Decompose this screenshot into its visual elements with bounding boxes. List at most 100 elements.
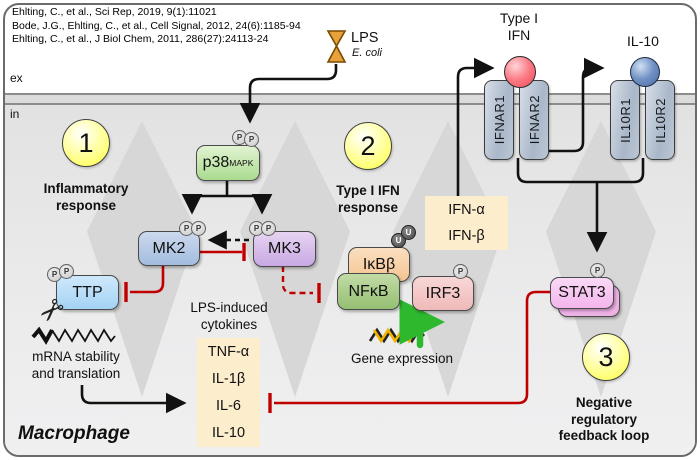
inhibit-mk2-ttp [130, 264, 165, 294]
mk2-label: MK2 [152, 239, 186, 257]
arrow-ifnar-to-il10 [539, 57, 605, 153]
intracellular-label: in [10, 107, 20, 121]
mrna-strand [51, 328, 116, 343]
ikbb-label: IκBβ [362, 255, 396, 273]
arrow-ifn-to-ifnar [456, 57, 495, 196]
reference-line: Ehlting, C., et al., Sci Rep, 2019, 9(1)… [12, 6, 217, 18]
mrna-label-line: and translation [31, 365, 121, 381]
step3-label: Negative regulatory feedback loop [543, 395, 665, 445]
phospho-letter: P [265, 224, 272, 233]
type1-ifn-label-line: Type I [499, 10, 539, 26]
protein-irf3: IRF3 [412, 276, 474, 311]
mrna-strand-thick [31, 326, 54, 345]
phospho-letter: P [51, 270, 58, 279]
step-number: 3 [598, 341, 614, 372]
phospho-letter: P [236, 133, 243, 142]
mk3-label: MK3 [268, 240, 301, 257]
step3-label-line: feedback loop [558, 428, 650, 443]
protein-mk3: MK3 [253, 231, 316, 267]
step-number: 1 [78, 127, 94, 158]
ttp-label: TTP [72, 283, 103, 301]
protein-nfkb: NFκB [337, 273, 400, 310]
phospho-letter: P [457, 267, 464, 276]
receptor-il10r2: IL10R2 [645, 80, 675, 160]
protein-stat3: STAT3 [550, 277, 614, 309]
step-circle-1: 1 [62, 119, 110, 167]
ubiquitin-icon: U [401, 225, 416, 240]
type1-ifn-label-line: IFN [507, 27, 531, 43]
extracellular-label: ex [10, 71, 23, 85]
phospho-icon: P [590, 263, 605, 278]
lps-icon [326, 44, 347, 63]
gene-expression-arrow [399, 299, 445, 349]
step1-label-line: Inflammatory [43, 181, 129, 196]
phospho-letter: P [594, 266, 601, 275]
receptor-il10r1-label: IL10R1 [617, 97, 633, 143]
ifn-beta-label: IFN-β [448, 228, 485, 244]
phospho-letter: P [195, 224, 202, 233]
phospho-icon: P [191, 221, 206, 236]
phospho-letter: P [63, 267, 70, 276]
il10-label: IL-10 [627, 33, 659, 49]
gene-expression-label: Gene expression [350, 351, 454, 366]
nfkb-label: NFκB [348, 282, 389, 300]
line-p38-fork [190, 194, 264, 206]
ifn-alpha-label: IFN-α [448, 202, 485, 218]
type1-ifn-label: Type I IFN [479, 10, 559, 44]
reference-list: Ehlting, C., et al., Sci Rep, 2019, 9(1)… [12, 6, 301, 47]
phospho-icon: P [244, 132, 259, 147]
receptor-il10r2-label: IL10R2 [652, 97, 668, 143]
phospho-letter: P [253, 224, 260, 233]
inhibit-stat3-cytokines [274, 290, 550, 405]
ubiquitin-letter: U [405, 228, 412, 237]
step-number: 2 [360, 130, 376, 161]
reference-line: Bode, J.G., Ehlting, C., et al., Cell Si… [12, 19, 301, 32]
step1-label-line: response [55, 197, 117, 213]
phospho-letter: P [183, 224, 190, 233]
lps-icon [326, 30, 347, 48]
cytokine-item: IL-1β [211, 370, 246, 387]
step2-label-line: Type I IFN [336, 183, 400, 198]
receptor-ifnar1-label: IFNAR1 [491, 95, 507, 145]
arrow-mrna-to-cytokines [80, 385, 187, 414]
ifn-secreted-box: IFN-α IFN-β [425, 196, 508, 250]
step3-label-line: regulatory [570, 411, 638, 427]
lps-organism-label: E. coli [352, 47, 382, 59]
step2-label: Type I IFN response [308, 183, 428, 216]
cytokine-title-line: cytokines [200, 316, 258, 332]
step-circle-2: 2 [344, 122, 392, 170]
cytokine-box: TNF-α IL-1β IL-6 IL-10 [197, 338, 260, 447]
type1-ifn-ligand-ball [504, 56, 536, 88]
il10-ligand-ball [630, 57, 660, 87]
step3-label-line: Negative [575, 395, 633, 410]
cytokine-item: TNF-α [207, 343, 250, 360]
inhibit-mk3-nfkb [281, 266, 313, 295]
cytokine-box-title: LPS-induced cytokines [170, 300, 288, 333]
step1-label: Inflammatory response [26, 181, 146, 214]
reference-line: Ehlting, C., et al., J Biol Chem, 2011, … [12, 33, 269, 45]
arrow-lps-to-p38 [239, 64, 338, 124]
cytokine-title-line: LPS-induced [190, 300, 268, 315]
receptor-ifnar1: IFNAR1 [484, 80, 514, 160]
lps-label: LPS [351, 30, 379, 46]
mrna-stability-label: mRNA stability and translation [18, 349, 134, 382]
line-receptor-merge [516, 158, 645, 184]
receptor-ifnar2-label: IFNAR2 [526, 95, 542, 145]
phospho-icon: P [59, 264, 74, 279]
receptor-ifnar2: IFNAR2 [519, 80, 549, 160]
receptor-il10r1: IL10R1 [610, 80, 640, 160]
ubiquitin-letter: U [395, 236, 402, 245]
phospho-letter: P [248, 135, 255, 144]
phospho-icon: P [453, 264, 468, 279]
protein-ttp: TTP [56, 275, 119, 310]
cell-type-label: Macrophage [18, 423, 130, 444]
stat3-label: STAT3 [558, 284, 606, 301]
phospho-icon: P [261, 221, 276, 236]
p38-label: p38 [202, 154, 230, 171]
p38-superscript: MAPK [229, 158, 254, 168]
cytokine-item: IL-10 [211, 424, 246, 441]
mrna-label-line: mRNA stability [32, 349, 120, 364]
